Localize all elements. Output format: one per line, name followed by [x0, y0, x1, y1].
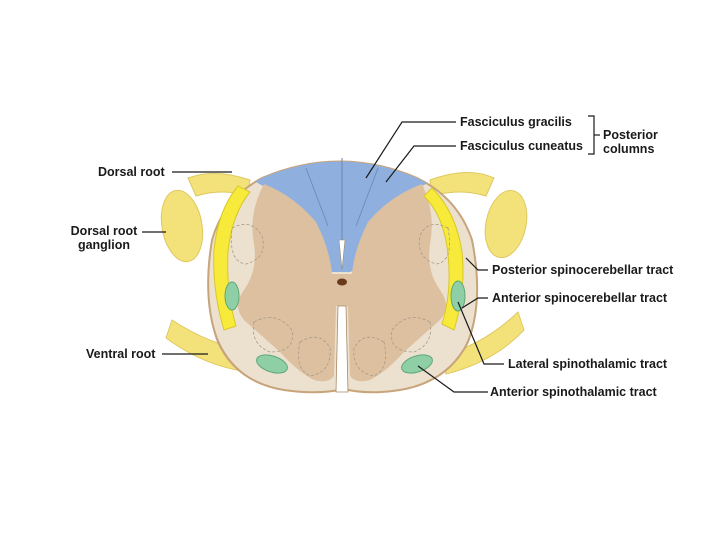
label-anterior-spinocerebellar-tract: Anterior spinocerebellar tract — [492, 291, 668, 305]
label-fasciculus-gracilis: Fasciculus gracilis — [460, 115, 572, 129]
posterior-septum-notch — [338, 239, 346, 271]
label-posterior-spinocerebellar-tract: Posterior spinocerebellar tract — [492, 263, 674, 277]
leader-lines — [142, 115, 600, 393]
dorsal-root-right-fiber — [429, 171, 495, 197]
label-posterior-columns: Posterior columns — [603, 128, 658, 156]
dorsal-root-ganglion-left — [160, 189, 204, 263]
lateral-spinothalamic-tract-left — [224, 281, 240, 311]
ventral-root-right-fiber — [439, 311, 525, 375]
lateral-spinothalamic-tract-right — [450, 280, 466, 312]
septum-left — [305, 167, 329, 227]
leader-fasciculus-cuneatus — [385, 145, 456, 183]
bracket-posterior-columns — [588, 115, 595, 155]
central-canal — [337, 278, 347, 286]
label-anterior-spinothalamic-tract: Anterior spinothalamic tract — [490, 385, 657, 399]
dorsal-root-ganglion-right — [484, 189, 528, 259]
anterior-median-fissure — [335, 305, 349, 393]
septum-right — [355, 167, 379, 227]
dorsal-root-left — [160, 172, 251, 263]
label-fasciculus-cuneatus: Fasciculus cuneatus — [460, 139, 583, 153]
tract-boundaries — [230, 224, 450, 377]
label-lateral-spinothalamic-tract: Lateral spinothalamic tract — [508, 357, 668, 371]
label-dorsal-root: Dorsal root — [98, 165, 165, 179]
ventral-root-right — [439, 311, 525, 375]
leader-lateral-spinothalamic — [457, 301, 504, 365]
label-ventral-root: Ventral root — [86, 347, 156, 361]
anterior-spinothalamic-tract-left — [256, 354, 288, 374]
spinocerebellar-tract-left — [213, 185, 251, 331]
anterior-spinothalamic-tract-right — [401, 354, 433, 374]
leader-anterior-spinocerebellar — [461, 297, 488, 309]
leader-posterior-spinocerebellar — [465, 257, 488, 271]
leader-anterior-spinothalamic — [417, 365, 488, 393]
leader-fasciculus-gracilis — [365, 121, 456, 179]
dorsal-root-right — [429, 171, 528, 259]
label-dorsal-root-ganglion: Dorsal root ganglion — [70, 224, 138, 252]
posterior-columns-region — [256, 161, 430, 272]
